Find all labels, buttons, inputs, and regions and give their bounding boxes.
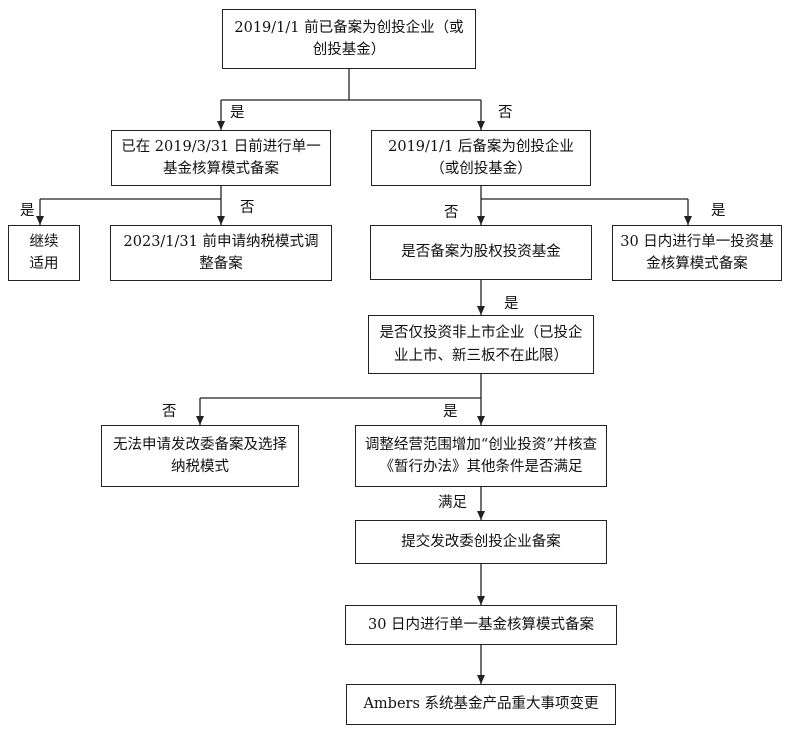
edge-label-before-no: 否 [240,200,255,216]
node-single-fund-30d-a: 30 日内进行单一投资基金核算模式备案 [612,225,782,281]
edge-label-after-no: 否 [444,205,459,221]
node-ambers-change: Ambers 系统基金产品重大事项变更 [346,684,616,725]
node-only-unlisted: 是否仅投资非上市企业（已投企业上市、新三板不在此限） [368,315,594,374]
edge-label-root-yes: 是 [230,105,245,121]
node-after-0101: 2019/1/1 后备案为创投企业（或创投基金） [371,130,591,186]
node-apply-tax-mode: 2023/1/31 前申请纳税模式调整备案 [110,225,332,281]
edge-label-root-no: 否 [498,105,513,121]
node-cannot-apply: 无法申请发改委备案及选择纳税模式 [101,425,299,487]
edge-label-equity-yes: 是 [504,296,519,312]
edge-label-unlisted-yes: 是 [443,404,458,420]
edge-label-after-yes: 是 [711,203,726,219]
node-single-fund-30d-b: 30 日内进行单一基金核算模式备案 [345,605,617,645]
edge-label-adjust-satisfied: 满足 [438,495,467,511]
node-submit-ndrc: 提交发改委创投企业备案 [355,520,607,564]
edge-label-unlisted-no: 否 [162,404,177,420]
node-continue-apply: 继续适用 [8,225,80,281]
edge-label-before-yes: 是 [20,203,35,219]
node-is-equity-fund: 是否备案为股权投资基金 [370,225,592,280]
node-before-0331: 已在 2019/3/31 日前进行单一基金核算模式备案 [111,130,331,186]
node-root: 2019/1/1 前已备案为创投企业（或创投基金） [222,9,476,69]
node-adjust-scope: 调整经营范围增加“创业投资”并核查《暂行办法》其他条件是否满足 [355,425,607,487]
